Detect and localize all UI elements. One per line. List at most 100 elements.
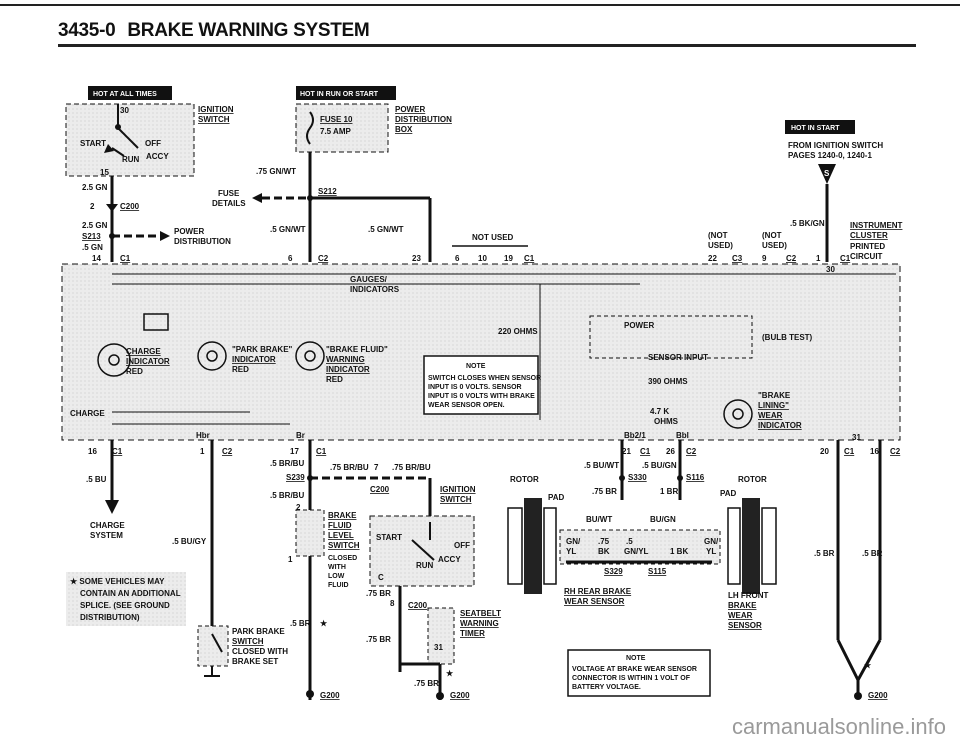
svg-text:.5: .5 <box>626 537 633 546</box>
svg-text:7.5 AMP: 7.5 AMP <box>320 127 351 136</box>
svg-text:CONTAIN AN ADDITIONAL: CONTAIN AN ADDITIONAL <box>80 589 181 598</box>
svg-text:LINING": LINING" <box>758 401 789 410</box>
label-fuse: FUSE <box>218 189 240 198</box>
svg-text:RED: RED <box>326 375 343 384</box>
label-s212: S212 <box>318 187 337 196</box>
svg-text:RED: RED <box>232 365 249 374</box>
cluster-label-1: INSTRUMENT <box>850 221 903 230</box>
svg-text:WARNING: WARNING <box>460 619 499 628</box>
label-g200-b: G200 <box>450 691 470 700</box>
label-pad-left: PAD <box>548 493 565 502</box>
svg-text:INDICATOR: INDICATOR <box>326 365 370 374</box>
label-pad-right: PAD <box>720 489 737 498</box>
svg-text:Hbr: Hbr <box>196 431 210 440</box>
label-c2-lower: C2 <box>222 447 233 456</box>
svg-text:GN/YL: GN/YL <box>624 547 649 556</box>
label-lh-front-3: WEAR <box>728 611 753 620</box>
svg-text:WITH: WITH <box>328 564 346 571</box>
label-not-used-a1: (NOT <box>708 231 728 240</box>
s-connector-arrow <box>818 164 836 184</box>
svg-text:FLUID: FLUID <box>328 521 352 530</box>
svg-text:OHMS: OHMS <box>654 417 679 426</box>
label-c200-b: C200 <box>408 601 428 610</box>
svg-text:DISTRIBUTION: DISTRIBUTION <box>395 115 452 124</box>
svg-text:CHARGE: CHARGE <box>126 347 161 356</box>
svg-text:30: 30 <box>826 265 835 274</box>
svg-text:BRAKE: BRAKE <box>328 511 357 520</box>
page-heading: BRAKE WARNING SYSTEM <box>127 20 370 41</box>
svg-text:INPUT IS 0 VOLTS WITH BRAKE: INPUT IS 0 VOLTS WITH BRAKE <box>428 393 535 400</box>
note-switch-closes: NOTE SWITCH CLOSES WHEN SENSOR INPUT IS … <box>423 355 541 415</box>
star-marker-c: ★ <box>864 661 872 670</box>
label-c1-lower-b: C1 <box>316 447 327 456</box>
svg-text:SWITCH: SWITCH <box>440 495 472 504</box>
label-c1-lower-d: C1 <box>844 447 855 456</box>
label-pin-16: 16 <box>88 447 97 456</box>
svg-text:CLOSED WITH: CLOSED WITH <box>232 647 288 656</box>
svg-text:START: START <box>376 533 402 542</box>
label-c3: C3 <box>732 254 743 263</box>
label-pin-22: 22 <box>708 254 717 263</box>
label-75-gn-wt: .75 GN/WT <box>256 167 296 176</box>
label-c2-lower-c: C2 <box>686 447 697 456</box>
rotor-left <box>507 498 557 594</box>
svg-text:BOX: BOX <box>395 125 413 134</box>
label-c1-b: C1 <box>524 254 535 263</box>
label-pin-21: 21 <box>622 447 631 456</box>
watermark: carmanualsonline.info <box>731 714 946 739</box>
label-pin-2: 2 <box>296 503 301 512</box>
instrument-cluster: GAUGES/ INDICATORS 30 220 OHMS CHARGE IN… <box>61 263 901 441</box>
label-5-bk-gn: .5 BK/GN <box>790 219 825 228</box>
label-5-gn: .5 GN <box>82 243 103 252</box>
s-connector-label: S <box>824 169 830 178</box>
svg-text:(BULB TEST): (BULB TEST) <box>762 333 813 342</box>
cluster-label-4: CIRCUIT <box>850 252 883 261</box>
label-g200-c: G200 <box>868 691 888 700</box>
svg-text:★ SOME VEHICLES MAY: ★ SOME VEHICLES MAY <box>70 577 165 586</box>
svg-text:HOT IN RUN OR START: HOT IN RUN OR START <box>300 91 379 98</box>
label-5-bu-wt: .5 BU/WT <box>584 461 619 470</box>
svg-text:OFF: OFF <box>145 139 161 148</box>
svg-text:NOTE: NOTE <box>466 363 486 370</box>
label-distribution: DISTRIBUTION <box>174 237 231 246</box>
label-rh-rear-1: RH REAR BRAKE <box>564 587 632 596</box>
svg-text:IGNITION: IGNITION <box>198 105 234 114</box>
label-s116: S116 <box>686 473 705 482</box>
svg-text:WEAR: WEAR <box>758 411 783 420</box>
label-pin-16b: 16 <box>870 447 879 456</box>
svg-text:HOT IN START: HOT IN START <box>791 125 840 132</box>
top-rule <box>0 4 960 6</box>
label-pin-19: 19 <box>504 254 513 263</box>
svg-text:CONNECTOR IS WITHIN 1 VOLT OF: CONNECTOR IS WITHIN 1 VOLT OF <box>572 675 691 682</box>
label-not-used-b1: (NOT <box>762 231 782 240</box>
label-pin-17: 17 <box>290 447 299 456</box>
ground-g200-a <box>306 690 314 698</box>
label-75-br-bu-b: .75 BR/BU <box>392 463 431 472</box>
svg-text:SPLICE. (SEE GROUND: SPLICE. (SEE GROUND <box>80 601 170 610</box>
svg-text:SWITCH: SWITCH <box>198 115 230 124</box>
svg-text:ACCY: ACCY <box>146 152 169 161</box>
svg-text:YL: YL <box>566 547 576 556</box>
label-75-br-b: .75 BR <box>366 635 391 644</box>
label-from-ign-1: FROM IGNITION SWITCH <box>788 141 883 150</box>
note-additional-splice: ★ SOME VEHICLES MAY CONTAIN AN ADDITIONA… <box>66 572 186 626</box>
svg-text:390 OHMS: 390 OHMS <box>648 377 688 386</box>
label-s330: S330 <box>628 473 647 482</box>
connector-c200 <box>106 204 118 212</box>
svg-text:POWER: POWER <box>395 105 425 114</box>
note-voltage: NOTE VOLTAGE AT BRAKE WEAR SENSOR CONNEC… <box>567 649 711 697</box>
svg-text:TIMER: TIMER <box>460 629 485 638</box>
fuse-box: FUSE 10 7.5 AMP POWER DISTRIBUTION BOX <box>295 103 452 153</box>
label-c2-top: C2 <box>318 254 329 263</box>
title-rule <box>58 44 916 47</box>
label-75-br-a: .75 BR <box>366 589 391 598</box>
svg-text:30: 30 <box>120 106 129 115</box>
label-c1-top: C1 <box>120 254 131 263</box>
svg-text:INDICATORS: INDICATORS <box>350 285 400 294</box>
svg-text:INDICATOR: INDICATOR <box>758 421 802 430</box>
label-s329: S329 <box>604 567 623 576</box>
label-bu-wt: BU/WT <box>586 515 612 524</box>
label-75-br-d: .75 BR <box>592 487 617 496</box>
label-5-bu-gy: .5 BU/GY <box>172 537 207 546</box>
